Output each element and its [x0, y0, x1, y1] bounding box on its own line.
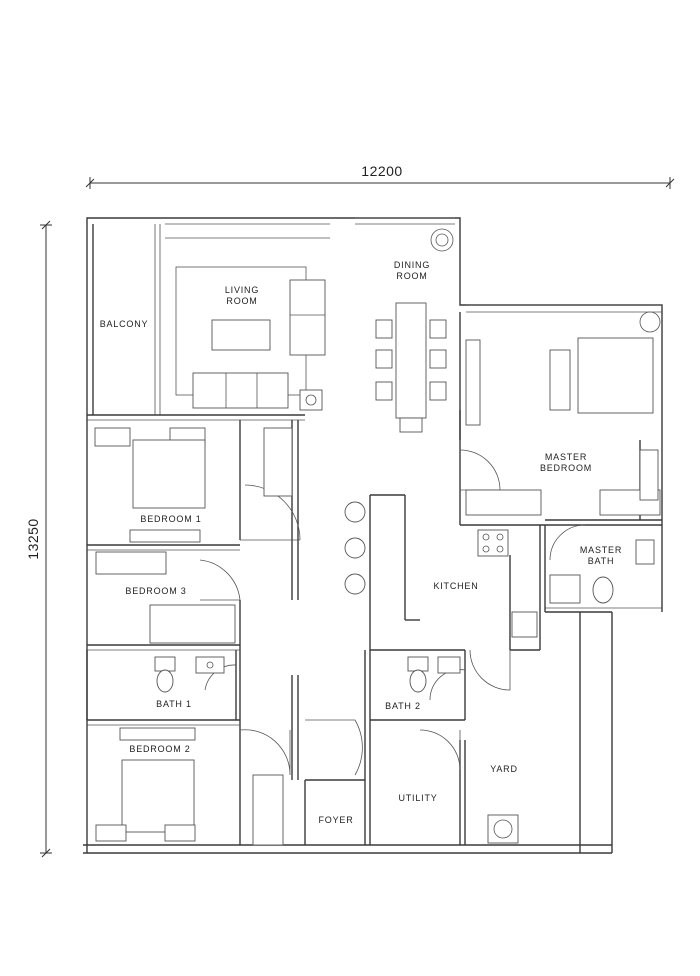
dining-room-label-line2: ROOM: [396, 271, 427, 281]
room-labels: BALCONY LIVING ROOM DINING ROOM MASTER B…: [100, 260, 622, 825]
width-dimension: 12200: [85, 163, 675, 189]
utility-label: UTILITY: [398, 793, 437, 803]
master-bedroom-label-line1: MASTER: [545, 452, 587, 462]
bath-1-fixtures: [154, 656, 225, 693]
living-room-label-line1: LIVING: [225, 285, 259, 295]
yard-fixtures: [487, 814, 519, 844]
bath-2-fixtures: [407, 656, 461, 693]
foyer-label: FOYER: [318, 815, 353, 825]
width-dimension-label: 12200: [361, 163, 402, 179]
yard-label: YARD: [490, 764, 518, 774]
dining-room-label-line1: DINING: [394, 260, 430, 270]
outer-walls: [83, 217, 663, 854]
bedroom-1-furniture: [94, 427, 293, 543]
master-bedroom-furniture: [465, 311, 661, 516]
bedroom-2-furniture: [95, 727, 284, 846]
master-bath-label-line2: BATH: [588, 556, 615, 566]
height-dimension-label: 13250: [25, 518, 41, 559]
kitchen-furniture: [344, 501, 538, 638]
master-bedroom-label-line2: BEDROOM: [540, 463, 592, 473]
bedroom-2-label: BEDROOM 2: [129, 744, 190, 754]
kitchen-label: KITCHEN: [433, 581, 478, 591]
balcony-label: BALCONY: [100, 319, 149, 329]
doors: [199, 449, 586, 776]
bath-2-label: BATH 2: [385, 701, 421, 711]
bath-1-label: BATH 1: [156, 699, 192, 709]
living-room-label-line2: ROOM: [226, 296, 257, 306]
master-bath-fixtures: [549, 539, 655, 604]
master-bath-label-line1: MASTER: [580, 545, 622, 555]
bedroom-3-label: BEDROOM 3: [125, 586, 186, 596]
bedroom-1-label: BEDROOM 1: [140, 514, 201, 524]
bedroom-3-furniture: [95, 551, 236, 644]
height-dimension: 13250: [25, 220, 52, 858]
dining-room-furniture: [375, 228, 454, 433]
living-room-furniture: [175, 266, 326, 411]
